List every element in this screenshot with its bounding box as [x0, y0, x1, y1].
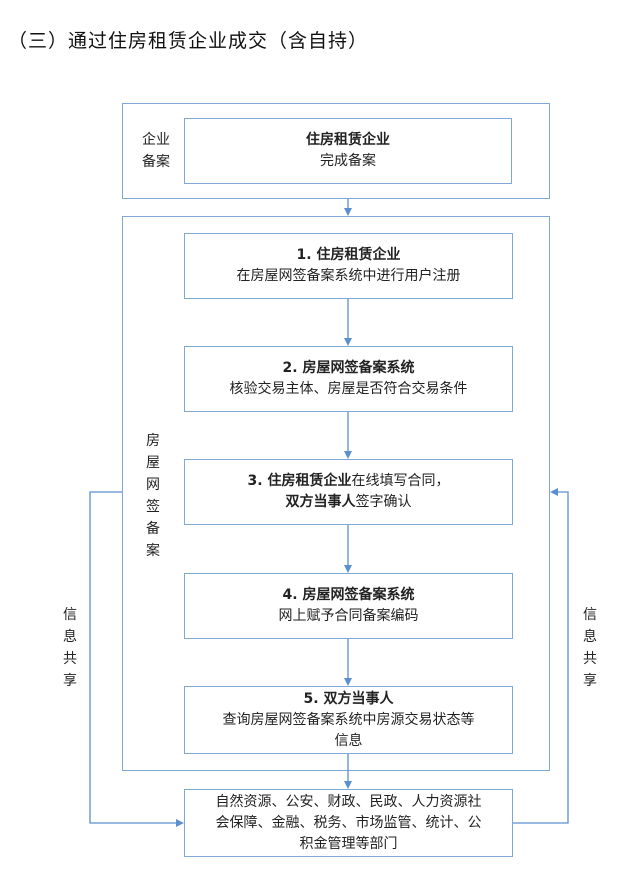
left-info-share-arrow [89, 491, 184, 827]
step-3-line1: 3. 住房租赁企业在线填写合同， [248, 471, 450, 492]
enterprise-box-text: 完成备案 [320, 153, 376, 169]
enterprise-box-title: 住房租赁企业 [306, 132, 390, 148]
enterprise-registration-frame [122, 103, 550, 199]
step-5-box: 5. 双方当事人 查询房屋网签备案系统中房源交易状态等 信息 [184, 686, 513, 754]
step-4-box: 4. 房屋网签备案系统 网上赋予合同备案编码 [184, 573, 513, 639]
online-signing-frame [122, 216, 550, 771]
step-3-box: 3. 住房租赁企业在线填写合同， 双方当事人签字确认 [184, 459, 513, 525]
right-info-share-arrow [513, 488, 569, 824]
step-4-title: 4. 房屋网签备案系统 [282, 587, 415, 603]
enterprise-label-line1: 企业 [142, 132, 170, 148]
departments-box: 自然资源、公安、财政、民政、人力资源社 会保障、金融、税务、市场监管、统计、公 … [184, 789, 513, 857]
info-share-char: 共 [63, 651, 77, 667]
step-1-text: 在房屋网签备案系统中进行用户注册 [236, 268, 461, 284]
info-share-char: 信 [583, 607, 597, 623]
step-2-box: 2. 房屋网签备案系统 核验交易主体、房屋是否符合交易条件 [184, 346, 513, 412]
departments-line1: 自然资源、公安、财政、民政、人力资源社 [215, 793, 482, 810]
info-share-char: 享 [63, 673, 77, 689]
info-share-char: 享 [583, 673, 597, 689]
departments-line3: 积金管理等部门 [299, 835, 398, 852]
step-2-title: 2. 房屋网签备案系统 [282, 360, 415, 376]
info-share-char: 息 [63, 629, 77, 645]
info-share-left-label: 信 息 共 享 [61, 604, 79, 692]
online-signing-char: 屋 [146, 455, 160, 471]
enterprise-label-line2: 备案 [142, 154, 170, 170]
online-signing-label: 房 屋 网 签 备 案 [144, 430, 162, 562]
step-1-box: 1. 住房租赁企业 在房屋网签备案系统中进行用户注册 [184, 233, 513, 299]
info-share-char: 共 [583, 651, 597, 667]
info-share-right-label: 信 息 共 享 [581, 604, 599, 692]
info-share-char: 息 [583, 629, 597, 645]
step-3-title-rest: 在线填写合同， [351, 473, 450, 489]
step-5-text-line1: 查询房屋网签备案系统中房源交易状态等 [222, 711, 475, 728]
online-signing-char: 备 [146, 521, 160, 537]
step-3-line2: 双方当事人签字确认 [286, 492, 412, 513]
online-signing-char: 案 [146, 543, 160, 559]
online-signing-char: 网 [146, 477, 160, 493]
online-signing-char: 签 [146, 499, 160, 515]
enterprise-registration-box: 住房租赁企业 完成备案 [184, 118, 512, 184]
step-2-text: 核验交易主体、房屋是否符合交易条件 [229, 381, 468, 397]
step-4-text: 网上赋予合同备案编码 [278, 608, 419, 624]
step-1-title: 1. 住房租赁企业 [296, 247, 401, 263]
step-3-parties: 双方当事人 [285, 494, 356, 510]
info-share-char: 信 [63, 607, 77, 623]
step-5-text-line2: 信息 [334, 732, 363, 749]
enterprise-registration-label: 企业 备案 [138, 129, 174, 173]
step-3-title: 3. 住房租赁企业 [247, 473, 352, 489]
departments-line2: 会保障、金融、税务、市场监管、统计、公 [215, 814, 482, 831]
online-signing-char: 房 [146, 433, 160, 449]
step-3-line2-rest: 签字确认 [355, 494, 412, 510]
step-5-title: 5. 双方当事人 [303, 690, 394, 707]
page-title: （三）通过住房租赁企业成交（含自持） [8, 30, 369, 52]
